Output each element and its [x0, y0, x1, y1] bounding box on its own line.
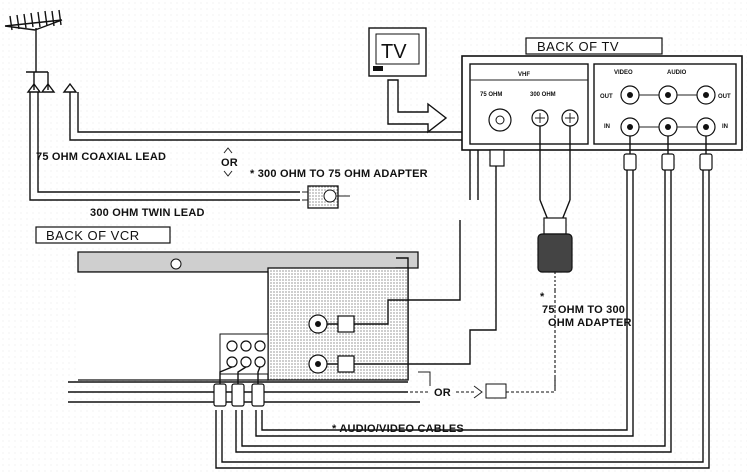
vcr-body	[68, 251, 420, 403]
back-of-vcr-label: BACK OF VCR	[46, 228, 140, 243]
tv-to-back-arrow	[387, 79, 448, 134]
tv-label: TV	[381, 41, 407, 63]
antenna-lead-arrows	[26, 71, 479, 201]
out-right-label: OUT	[718, 94, 731, 100]
audio-label: AUDIO	[667, 70, 687, 76]
av-cables	[213, 136, 713, 469]
or-label: OR	[221, 157, 238, 169]
back-of-tv-label-box	[525, 37, 663, 55]
video-label: VIDEO	[614, 70, 633, 76]
alternate-path: OR	[410, 371, 556, 399]
vcr-audio-out-right-jack[interactable]	[254, 356, 266, 368]
ohm75-label: 75 OHM	[480, 92, 502, 98]
in-left-label: IN	[604, 124, 610, 130]
out-left-label: OUT	[600, 94, 613, 100]
adapter-75-to-300-icon	[537, 126, 573, 390]
adapter-75-300-line3: OHM ADAPTER	[548, 317, 632, 329]
back-of-vcr-label-box	[35, 226, 171, 244]
tv-75-ohm-plug	[489, 149, 505, 190]
vcr-video-out-jack[interactable]	[226, 356, 238, 368]
back-of-tv-panel: VHF 75 OHM 300 OHM VIDEO AUDIO OUT OUT I…	[461, 55, 743, 151]
adapter-75-300-line1: *	[540, 291, 545, 303]
adapter-300-75-label: * 300 OHM TO 75 OHM ADAPTER	[250, 168, 428, 180]
vcr-audio-in-left-jack[interactable]	[240, 340, 252, 352]
vhf-label: VHF	[518, 72, 530, 78]
twin-lead-label: 300 OHM TWIN LEAD	[90, 207, 205, 219]
antenna-icon	[4, 9, 63, 72]
coax-lead-label: 75 OHM COAXIAL LEAD	[36, 151, 166, 163]
back-of-tv-label: BACK OF TV	[537, 39, 619, 54]
vcr-rf-jacks	[308, 314, 372, 374]
adapter-300-to-75-icon	[302, 185, 350, 209]
av-cables-label: * AUDIO/VIDEO CABLES	[332, 423, 464, 435]
ohm300-label: 300 OHM	[530, 92, 556, 98]
in-right-label: IN	[722, 124, 728, 130]
vcr-audio-in-right-jack[interactable]	[254, 340, 266, 352]
or-arrow-group: OR	[221, 147, 238, 177]
coax-to-vcr-in-wire	[372, 220, 461, 325]
tv-icon: TV	[368, 27, 427, 77]
vcr-audio-out-left-jack[interactable]	[240, 356, 252, 368]
vcr-video-in-jack[interactable]	[226, 340, 238, 352]
vcr-out-to-tv-wire	[372, 190, 497, 365]
or-small-label: OR	[434, 387, 451, 399]
adapter-75-300-line2: 75 OHM TO 300	[542, 304, 625, 316]
